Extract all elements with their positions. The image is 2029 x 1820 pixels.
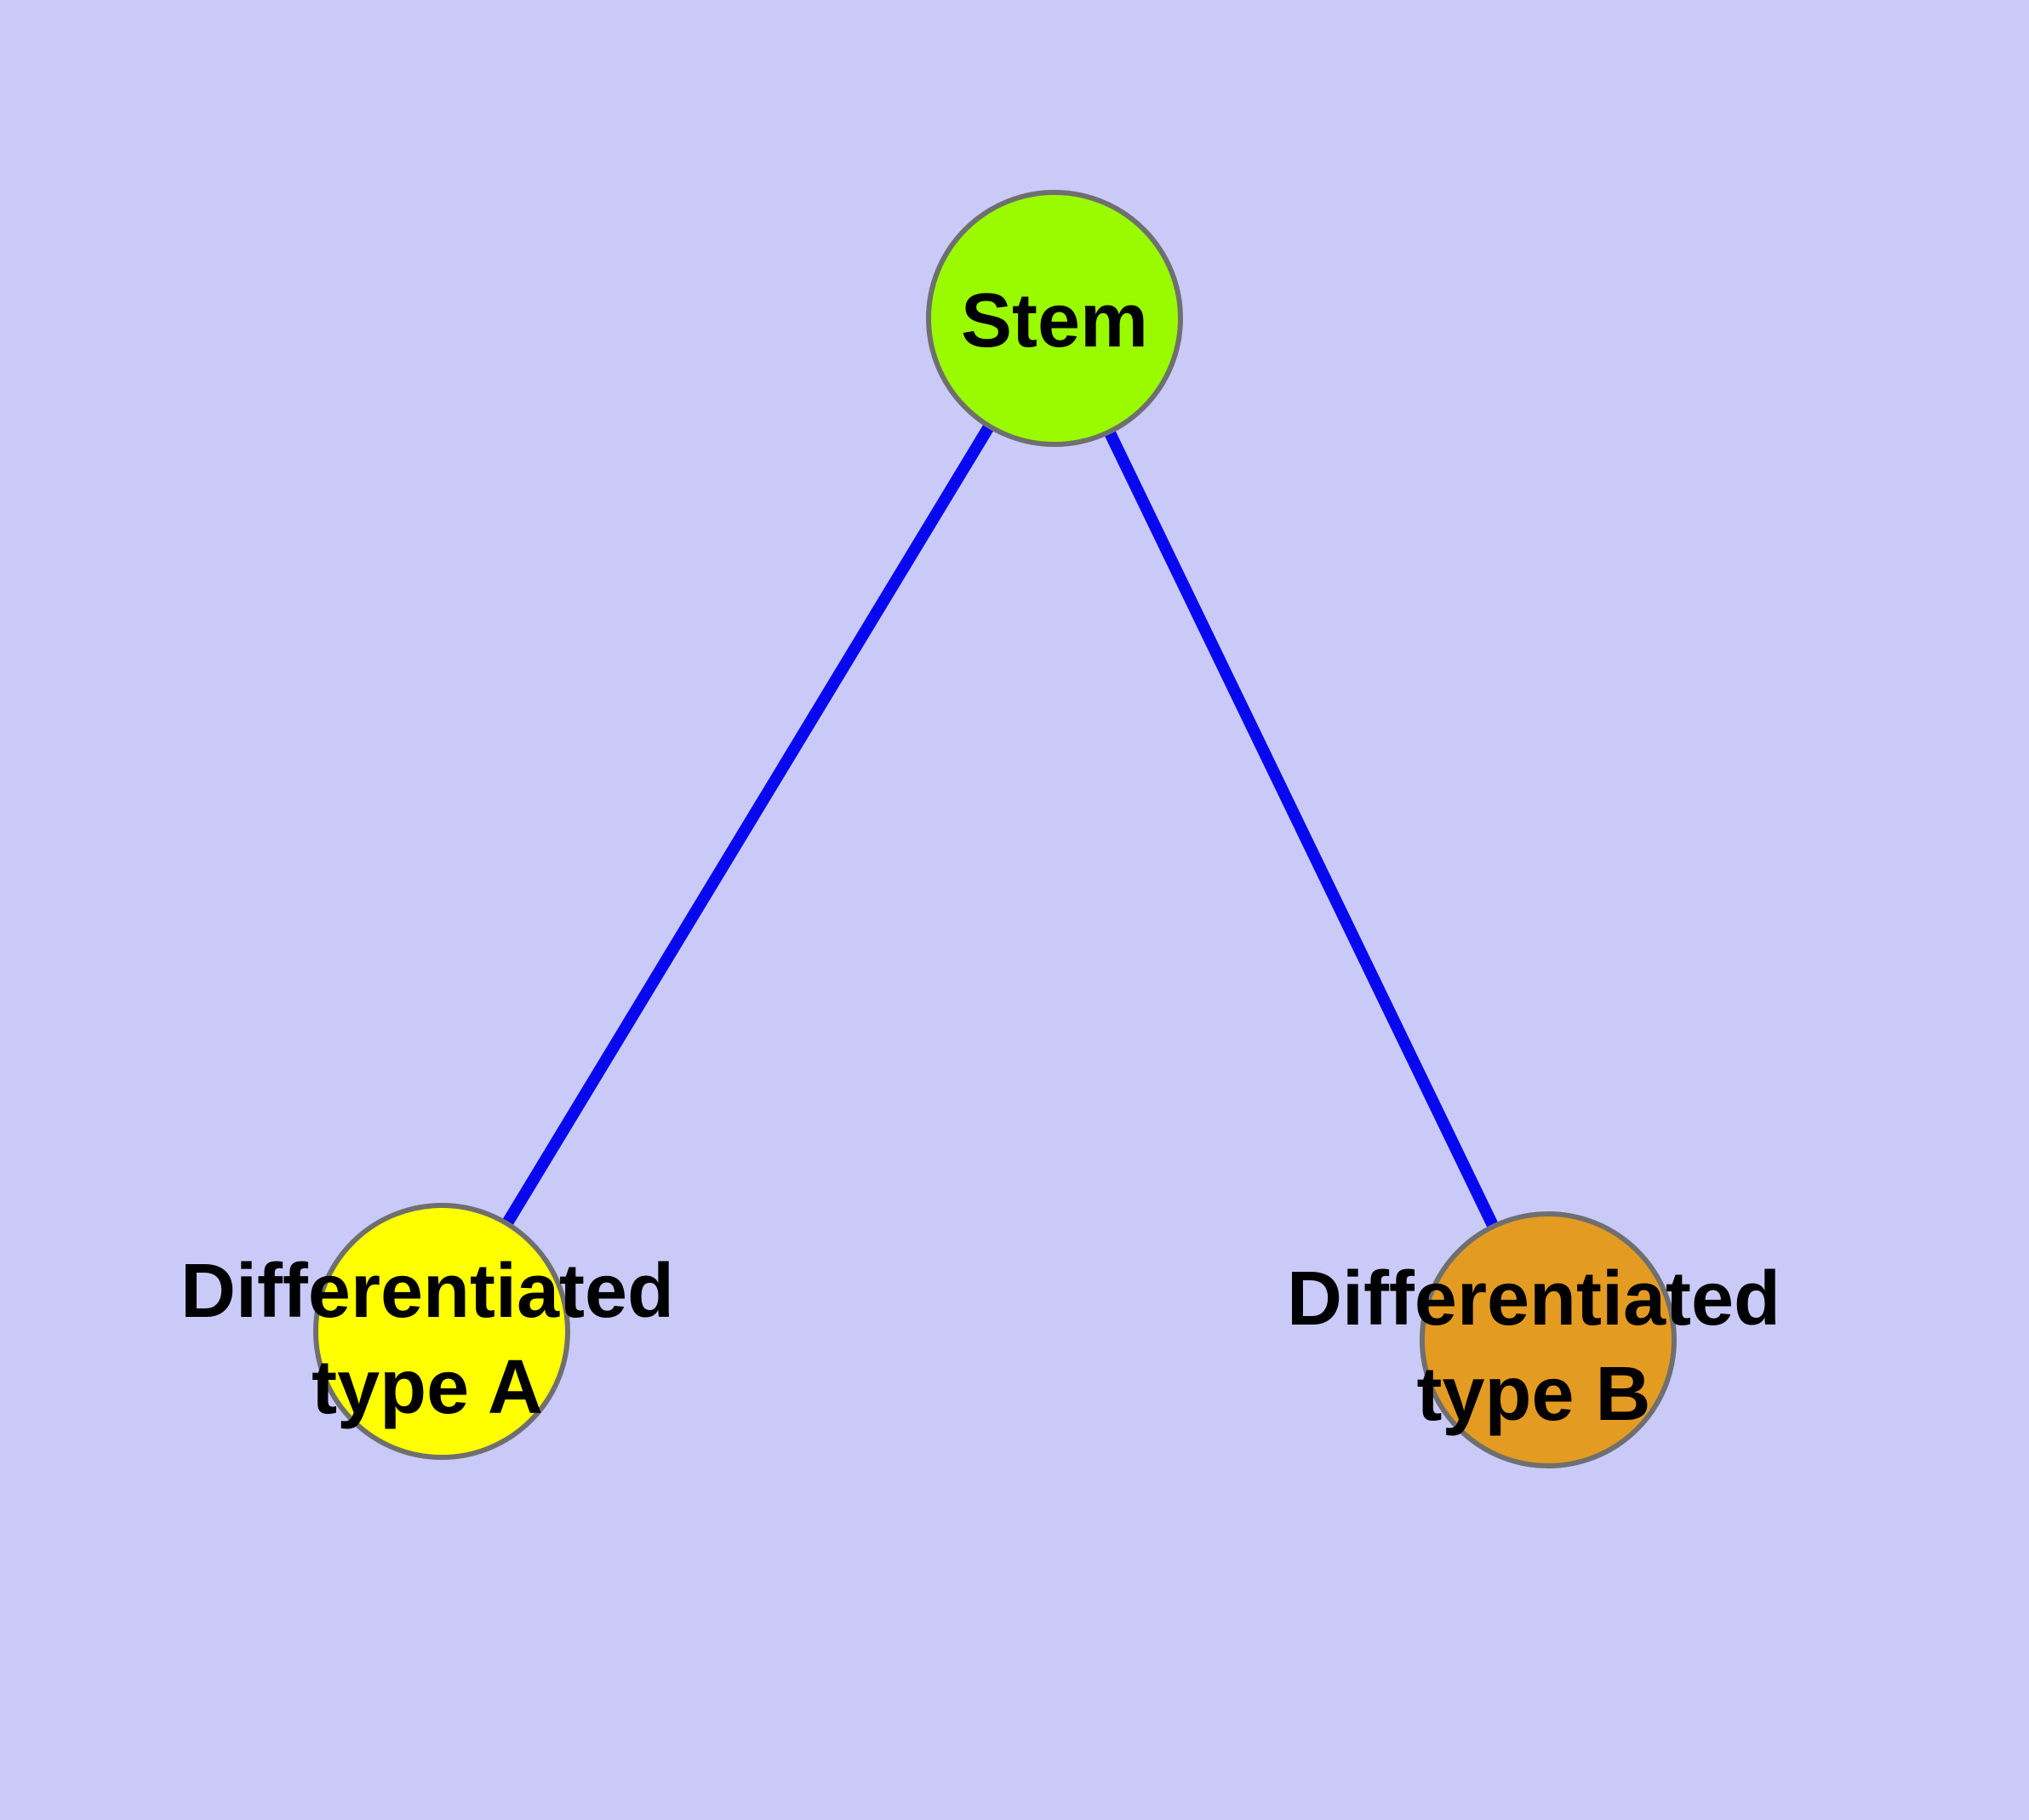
node-differentiated-type-b-label-line2: type B	[1416, 1352, 1650, 1437]
node-stem	[926, 190, 1183, 447]
node-differentiated-type-a-label-line2: type A	[311, 1345, 543, 1430]
node-differentiated-type-a	[313, 1203, 570, 1460]
edge-stem-to-type-a	[436, 312, 1060, 1337]
node-differentiated-type-a-label-line1: Differentiated	[180, 1249, 674, 1334]
node-differentiated-type-b	[1420, 1211, 1677, 1468]
edge-stem-to-type-b	[1049, 312, 1554, 1346]
node-differentiated-type-b-label-line1: Differentiated	[1287, 1256, 1780, 1342]
node-stem-label: Stem	[961, 278, 1148, 363]
